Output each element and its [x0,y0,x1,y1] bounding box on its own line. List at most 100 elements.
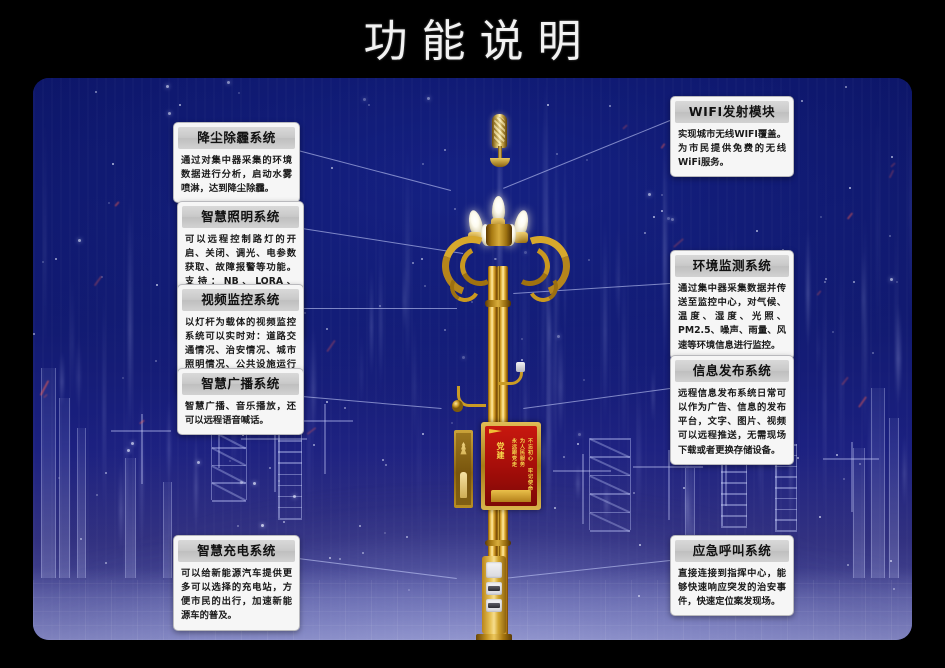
info-card-title: 智慧广播系统 [182,373,299,395]
led-column: 不忘初心 牢记使命 [527,438,533,491]
illustration-panel: 党建 不忘初心 牢记使命为人民服务永远跟党走 降尘除霾系统通过对集中器采集的环境… [33,78,912,640]
sparkle [278,479,281,482]
light-streak [306,329,312,541]
sparkle [95,494,98,497]
sparkle [338,558,341,560]
sparkle [80,538,83,541]
sparkle [127,448,131,452]
info-card-title: 智慧照明系统 [182,206,299,228]
light-streak [806,224,810,350]
pillar [871,388,885,578]
sparkle [104,561,107,564]
light-streak [575,461,580,503]
sparkle [42,261,45,264]
sparkle [583,379,586,382]
light-streak [621,243,626,463]
light-streak [548,288,552,433]
sparkle [121,377,124,380]
socket-key-2 [488,603,500,608]
info-card-body: 智慧广播、音乐播放，还可以远程语音喊话。 [185,401,296,427]
sparkle [421,432,424,435]
sparkle [644,232,647,235]
ember-particle [93,275,103,287]
ember-particle [673,237,685,249]
charging-socket-1[interactable] [486,582,502,595]
info-card-body: 可以给新能源汽车提供更多可以选择的充电站，方便市民的出行，加速新能源车的普及。 [181,568,292,622]
light-streak [523,366,528,460]
sparkle [848,187,851,190]
sparkle [328,556,331,559]
sparkle [818,515,821,518]
socket-key-1 [488,586,500,591]
sparkle [889,559,892,562]
light-streak [125,383,129,558]
light-streak [311,323,317,443]
sparkle [33,333,36,336]
light-streak [817,319,820,378]
info-card-dust-haze-removal[interactable]: 降尘除霾系统通过对集中器采集的环境数据进行分析，启动水雾喷淋，达到降尘除霾。 [173,122,300,204]
sparkle [832,331,835,334]
sparkle [101,275,104,278]
sparkle [577,442,580,445]
pillar [41,368,56,578]
sparkle [797,456,800,459]
sparkle [661,193,664,196]
light-streak [541,429,546,473]
info-card-body: 实现城市无线WIFI覆盖。为市民提供免费的无线WiFi服务。 [678,129,786,169]
sparkle [155,360,158,363]
info-card-wifi-module[interactable]: WIFI发射模块实现城市无线WIFI覆盖。为市民提供免费的无线WiFi服务。 [670,96,794,178]
light-streak [602,212,608,431]
sparkle [131,442,135,446]
pillar [853,448,865,578]
sparkle [378,305,381,308]
info-card-smart-broadcast[interactable]: 智慧广播系统智慧广播、音乐播放，还可以远程语音喊话。 [177,368,304,436]
light-streak [839,234,844,512]
broadcast-speaker-icon [452,400,463,412]
sparkle [108,202,111,205]
light-streak [546,188,550,460]
info-card-body: 直接连接到指挥中心，能够快速响应突发的治安事件，快速定位案发现场。 [678,568,786,608]
info-card-title: 视频监控系统 [182,289,299,311]
sparkle [105,472,108,475]
ember-particle [888,169,895,179]
info-card-environment-monitoring[interactable]: 环境监测系统通过集中器采集数据并传送至监控中心，对气候、温度、湿度、光照、PM2… [670,250,794,360]
sparkle [426,97,430,101]
sparkle [343,407,346,410]
info-card-information-release[interactable]: 信息发布系统远程信息发布系统日常可以作为广告、信息的发布平台，文字、图片、视频可… [670,355,794,465]
info-card-title: 信息发布系统 [675,360,789,382]
sparkle [411,261,414,264]
sparkle [895,281,898,284]
sparkle [637,595,640,598]
ember-particle [114,201,121,208]
beam [241,438,307,440]
light-streak [894,202,898,427]
sparkle [847,564,850,567]
info-card-smart-charging[interactable]: 智慧充电系统可以给新能源汽车提供更多可以选择的充电站，方便市民的出行，加速新能源… [173,535,300,631]
lamp-cup-center [491,218,505,229]
light-streak [378,202,382,407]
sparkle [252,481,256,485]
sparkle [361,552,364,555]
sparkle [825,278,828,281]
sparkle [577,433,581,437]
charging-station-box[interactable] [482,556,506,634]
light-streak [616,220,621,332]
info-card-emergency-call[interactable]: 应急呼叫系统直接连接到指挥中心，能够快速响应突发的治安事件，快速定位案发现场。 [670,535,794,617]
pagoda-icon [460,442,467,455]
led-display-screen[interactable]: 党建 不忘初心 牢记使命为人民服务永远跟党走 [485,426,537,506]
ember-particle [846,211,853,220]
led-column: 永远跟党走 [511,438,517,467]
sparkle [494,257,497,260]
post [668,450,670,520]
charging-socket-2[interactable] [486,599,502,612]
surveillance-camera-icon [516,362,525,372]
sparkle [872,352,875,355]
info-card-body: 通过集中器采集数据并传送至监控中心，对气候、温度、湿度、光照、PM2.5、噪声、… [678,283,786,351]
led-base-graphic [491,490,531,502]
sparkle [461,356,465,360]
light-streak [875,79,880,363]
light-streak [360,330,364,411]
info-card-title: 智慧充电系统 [178,540,295,562]
sparkle [423,284,426,287]
beam [553,470,611,472]
